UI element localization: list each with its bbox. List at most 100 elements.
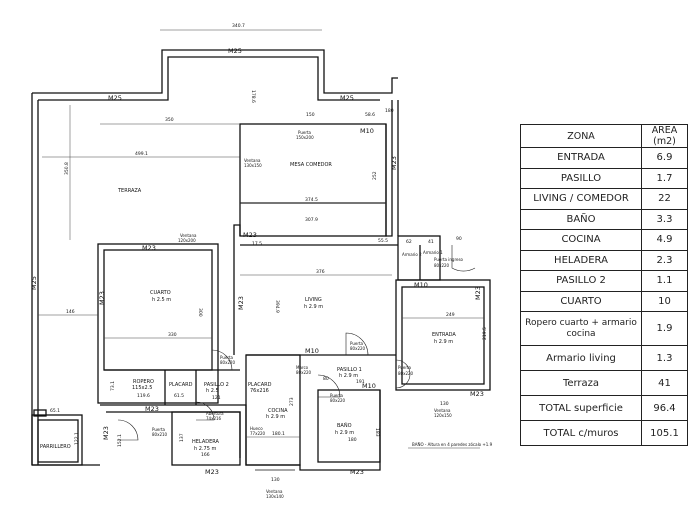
cocina-wall <box>245 354 301 466</box>
room-height: h 2.9 m <box>339 373 358 379</box>
opening-label: Abertura <box>206 411 224 416</box>
room-size: 115x2.5 <box>132 385 152 391</box>
room-labels: TERRAZA MESA COMEDOR CUARTO h 2.5 m LIVI… <box>40 162 456 452</box>
heladera-wall <box>171 411 241 466</box>
dim-label: 119.6 <box>137 393 150 399</box>
opening-label: Ventana <box>434 408 451 413</box>
dim-label: 17.5 <box>252 241 262 247</box>
room-label-placard2: PLACARD <box>248 382 272 388</box>
dim-label: 80 <box>323 376 329 382</box>
outer-wall <box>32 49 398 94</box>
opening-label: Puerta <box>398 365 412 370</box>
dim-label: 121 <box>212 395 221 401</box>
wall-code: M10 <box>360 127 374 135</box>
opening-size: 80x220 <box>398 371 414 376</box>
parrillero-wall <box>31 414 83 466</box>
zone-cell: Ropero cuarto + armario cocina <box>520 311 642 346</box>
dim-label: 137 <box>179 433 185 442</box>
opening-label: Hueco <box>250 426 263 431</box>
dim-label: 394.9 <box>274 300 280 313</box>
opening-size: 120x150 <box>434 413 452 418</box>
room-label-cuarto: CUARTO <box>150 290 171 296</box>
room-label-armario2: Armario 2 <box>402 252 422 257</box>
dim-label: 65.1 <box>50 408 60 414</box>
table-row: Terraza 41 <box>520 370 688 396</box>
wall-codes: M25 M25 M25 M25 M23 M23 M23 M23 M23 M23 … <box>30 47 484 476</box>
door-cuarto-icon <box>211 349 233 371</box>
dim-label: 350.8 <box>64 162 70 175</box>
zone-cell: CUARTO <box>520 290 642 312</box>
dimension-lines <box>38 29 484 449</box>
wall-code: M25 <box>340 94 354 102</box>
cuarto-wall <box>97 243 219 404</box>
opening-label: Puerta <box>220 355 234 360</box>
dim-label: 350 <box>165 117 174 123</box>
dim-label: 122.1 <box>74 432 80 445</box>
room-height: h 2.9 m <box>266 414 285 420</box>
area-cell: 2.3 <box>641 249 688 271</box>
opening-label: Puerta <box>152 427 166 432</box>
wall-code: M23 <box>243 231 257 239</box>
area-cell: 10 <box>641 290 688 312</box>
armario-wall <box>397 235 441 281</box>
opening-size: 80x220 <box>434 263 450 268</box>
dim-label: 330 <box>168 332 177 338</box>
opening-size: 77x220 <box>250 431 266 436</box>
zone-cell: PASILLO <box>520 167 642 189</box>
opening-labels: Puerta 150x200 Ventana 130x150 Ventana 1… <box>152 130 464 499</box>
area-cell: 105.1 <box>641 420 688 446</box>
wall-code: M23 <box>142 244 156 252</box>
table-row: Ropero cuarto + armario cocina 1.9 <box>520 311 688 346</box>
bano-wall <box>317 389 381 463</box>
room-label-heladera: HELADERA <box>192 439 220 445</box>
column-header-area: AREA (m2) <box>641 124 688 148</box>
wall-code: M23 <box>390 156 398 170</box>
door-bano-icon <box>317 374 341 398</box>
area-cell: 1.3 <box>641 345 688 371</box>
wall-code: M25 <box>228 47 242 55</box>
dim-label: 90 <box>456 236 462 242</box>
dim-label: 499.1 <box>135 151 148 157</box>
dim-label: 180 <box>348 437 357 443</box>
zone-cell: PASILLO 2 <box>520 270 642 292</box>
dim-label: 41 <box>428 239 434 245</box>
area-cell: 3.3 <box>641 208 688 230</box>
windows <box>170 123 460 471</box>
wall-code: M23 <box>470 390 484 398</box>
bano-note: BAÑO - Altura en 4 paredes zócalo +1.9 <box>412 442 493 447</box>
wall-code: M10 <box>305 347 319 355</box>
room-label-parrillero: PARRILLERO <box>40 444 71 450</box>
dim-label: 180.1 <box>272 431 285 437</box>
zone-cell: Armario living <box>520 345 642 371</box>
table-row: COCINA 4.9 <box>520 229 688 251</box>
dim-label: 178.6 <box>250 90 256 103</box>
zone-cell: ENTRADA <box>520 147 642 169</box>
dim-label: 374.5 <box>305 197 318 203</box>
dim-label: 273 <box>289 397 295 406</box>
dim-label: 130 <box>271 477 280 483</box>
dim-label: 376 <box>316 269 325 275</box>
opening-size: 80x220 <box>350 346 366 351</box>
room-label-placard: PLACARD <box>169 382 193 388</box>
room-height: h 2.5 m <box>152 297 171 303</box>
opening-label: Puerta <box>350 341 364 346</box>
area-cell: 1.1 <box>641 270 688 292</box>
opening-label: Ventana <box>244 158 261 163</box>
door-heladera-icon <box>117 419 139 441</box>
area-cell: 22 <box>641 188 688 210</box>
zone-cell: LIVING / COMEDOR <box>520 188 642 210</box>
opening-size: 80x220 <box>330 398 346 403</box>
room-label-terraza: TERRAZA <box>117 188 142 194</box>
zone-cell: TOTAL superficie <box>520 395 642 421</box>
wall-code: M23 <box>205 468 219 476</box>
table-row: TOTAL c/muros 105.1 <box>520 420 688 446</box>
table-row: Armario living 1.3 <box>520 345 688 371</box>
wall-code: M23 <box>350 468 364 476</box>
dim-label: 166 <box>201 452 210 458</box>
opening-size: 80x220 <box>220 360 236 365</box>
wall-code: M10 <box>414 281 428 289</box>
dim-label: 307.9 <box>305 217 318 223</box>
room-height: h 2.9 m <box>335 430 354 436</box>
room-label-entrada: ENTRADA <box>432 332 456 338</box>
wall-code: M23 <box>98 291 106 305</box>
